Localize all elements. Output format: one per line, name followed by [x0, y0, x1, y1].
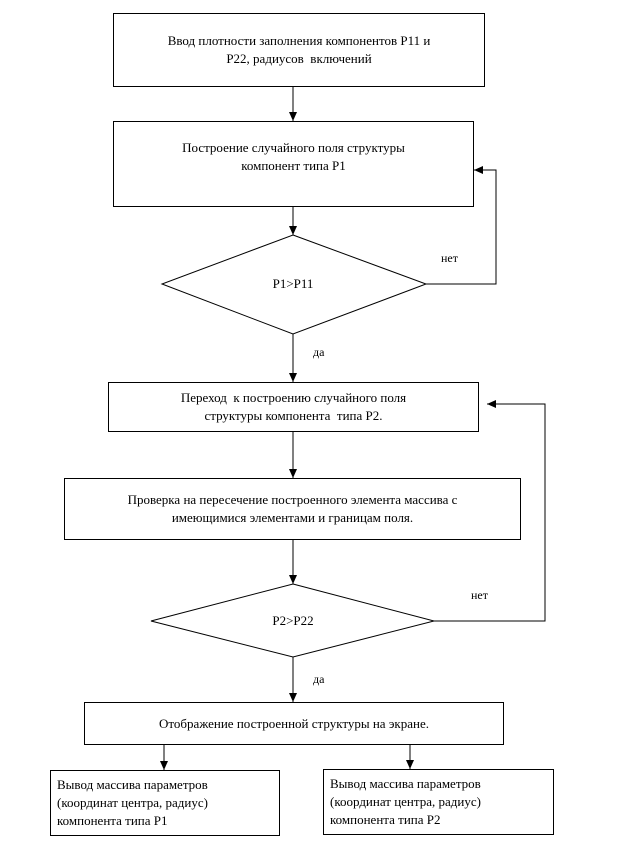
step2-line1: Построение случайного поля структуры [182, 140, 405, 155]
output-right-box: Вывод массива параметров (координат цент… [323, 769, 554, 835]
decision2-yes-label: да [313, 672, 325, 686]
step5-line1: Отображение построенной структуры на экр… [159, 715, 429, 731]
output-left-box: Вывод массива параметров (координат цент… [50, 770, 280, 836]
decision2-diamond [150, 583, 436, 658]
output-left-line3: компонента типа Р1 [57, 813, 168, 828]
step4-line1: Проверка на пересечение построенного эле… [127, 492, 458, 507]
step2-box: Построение случайного поля структуры ком… [113, 121, 474, 207]
step1-line2: Р22, радиусов включений [226, 51, 372, 66]
output-right-line2: (координат центра, радиус) [330, 794, 481, 809]
output-right-line1: Вывод массива параметров [330, 776, 481, 791]
step1-box: Ввод плотности заполнения компонентов Р1… [113, 13, 485, 87]
decision1-condition: Р1>Р11 [272, 276, 314, 291]
decision1-no-label: нет [441, 251, 458, 265]
decision2-condition: Р2>Р22 [272, 613, 314, 628]
output-left-line2: (координат центра, радиус) [57, 795, 208, 810]
arrow-decision2-no-loop [434, 400, 546, 622]
step5-box: Отображение построенной структуры на экр… [84, 702, 504, 745]
step4-box: Проверка на пересечение построенного эле… [64, 478, 521, 540]
step4-line2: имеющимися элементами и границам поля. [171, 510, 414, 525]
decision1-yes-label: да [313, 345, 325, 359]
step1-line1: Ввод плотности заполнения компонентов Р1… [167, 33, 431, 48]
decision2-no-label: нет [471, 588, 488, 602]
decision1-diamond [160, 234, 428, 335]
output-right-line3: компонента типа Р2 [330, 812, 441, 827]
step2-line2: компонент типа Р1 [241, 158, 346, 173]
step3-box: Переход к построению случайного поля стр… [108, 382, 479, 432]
step3-line1: Переход к построению случайного поля [180, 390, 407, 405]
arrow-decision1-no-loop [426, 166, 497, 285]
output-left-line1: Вывод массива параметров [57, 777, 208, 792]
step3-line2: структуры компонента типа Р2. [204, 408, 383, 423]
